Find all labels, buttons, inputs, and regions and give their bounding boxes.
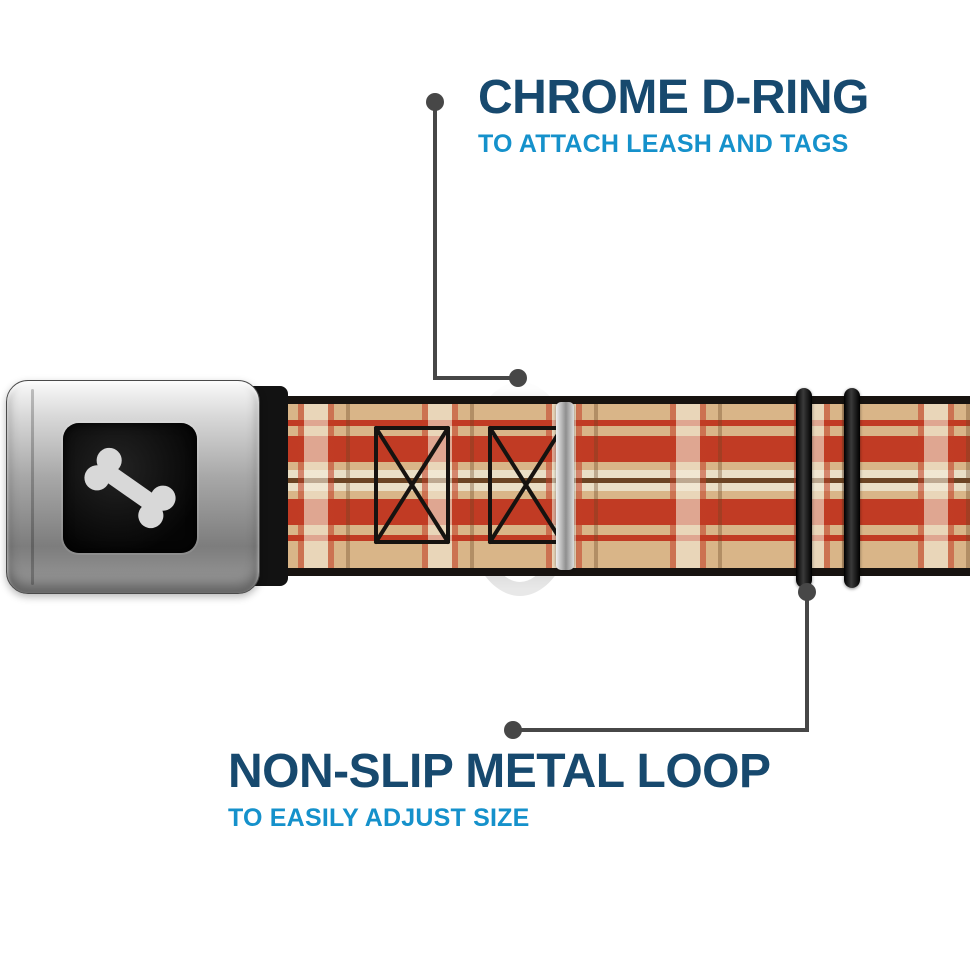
top-callout-block: CHROME D-RING TO ATTACH LEASH AND TAGS	[478, 71, 869, 159]
bottom-callout-dot-end	[504, 721, 522, 739]
plaid-pattern	[248, 404, 970, 568]
stitch-box-left-cross-2	[374, 426, 450, 544]
stitch-box-right-cross-2	[488, 426, 564, 544]
buckle-button	[63, 423, 197, 553]
slide-loop-left-bar	[796, 388, 812, 588]
bone-knob	[84, 465, 110, 491]
top-callout-title: CHROME D-RING	[478, 71, 869, 124]
bone-shaft	[101, 465, 159, 511]
bone-knob	[138, 502, 164, 529]
slide-loop-right-bar	[844, 388, 860, 588]
stitch-box-right	[488, 426, 564, 544]
stitch-box-left-outline	[374, 426, 450, 544]
bottom-callout-block: NON-SLIP METAL LOOP TO EASILY ADJUST SIZ…	[228, 745, 771, 833]
seatbelt-buckle	[6, 380, 260, 594]
buckle-seam	[31, 389, 34, 585]
stitch-box-left	[374, 426, 450, 544]
collar-strap	[248, 396, 970, 576]
bottom-callout-title: NON-SLIP METAL LOOP	[228, 745, 771, 798]
d-ring-front-bar	[556, 402, 574, 570]
bottom-callout-line	[513, 592, 809, 732]
bone-knob	[150, 485, 176, 511]
bone-knob	[96, 447, 122, 474]
top-callout-subtitle: TO ATTACH LEASH AND TAGS	[478, 129, 849, 158]
top-callout-dot-start	[426, 93, 444, 111]
dog-bone-icon	[84, 447, 176, 529]
bottom-callout-subtitle: TO EASILY ADJUST SIZE	[228, 803, 530, 832]
